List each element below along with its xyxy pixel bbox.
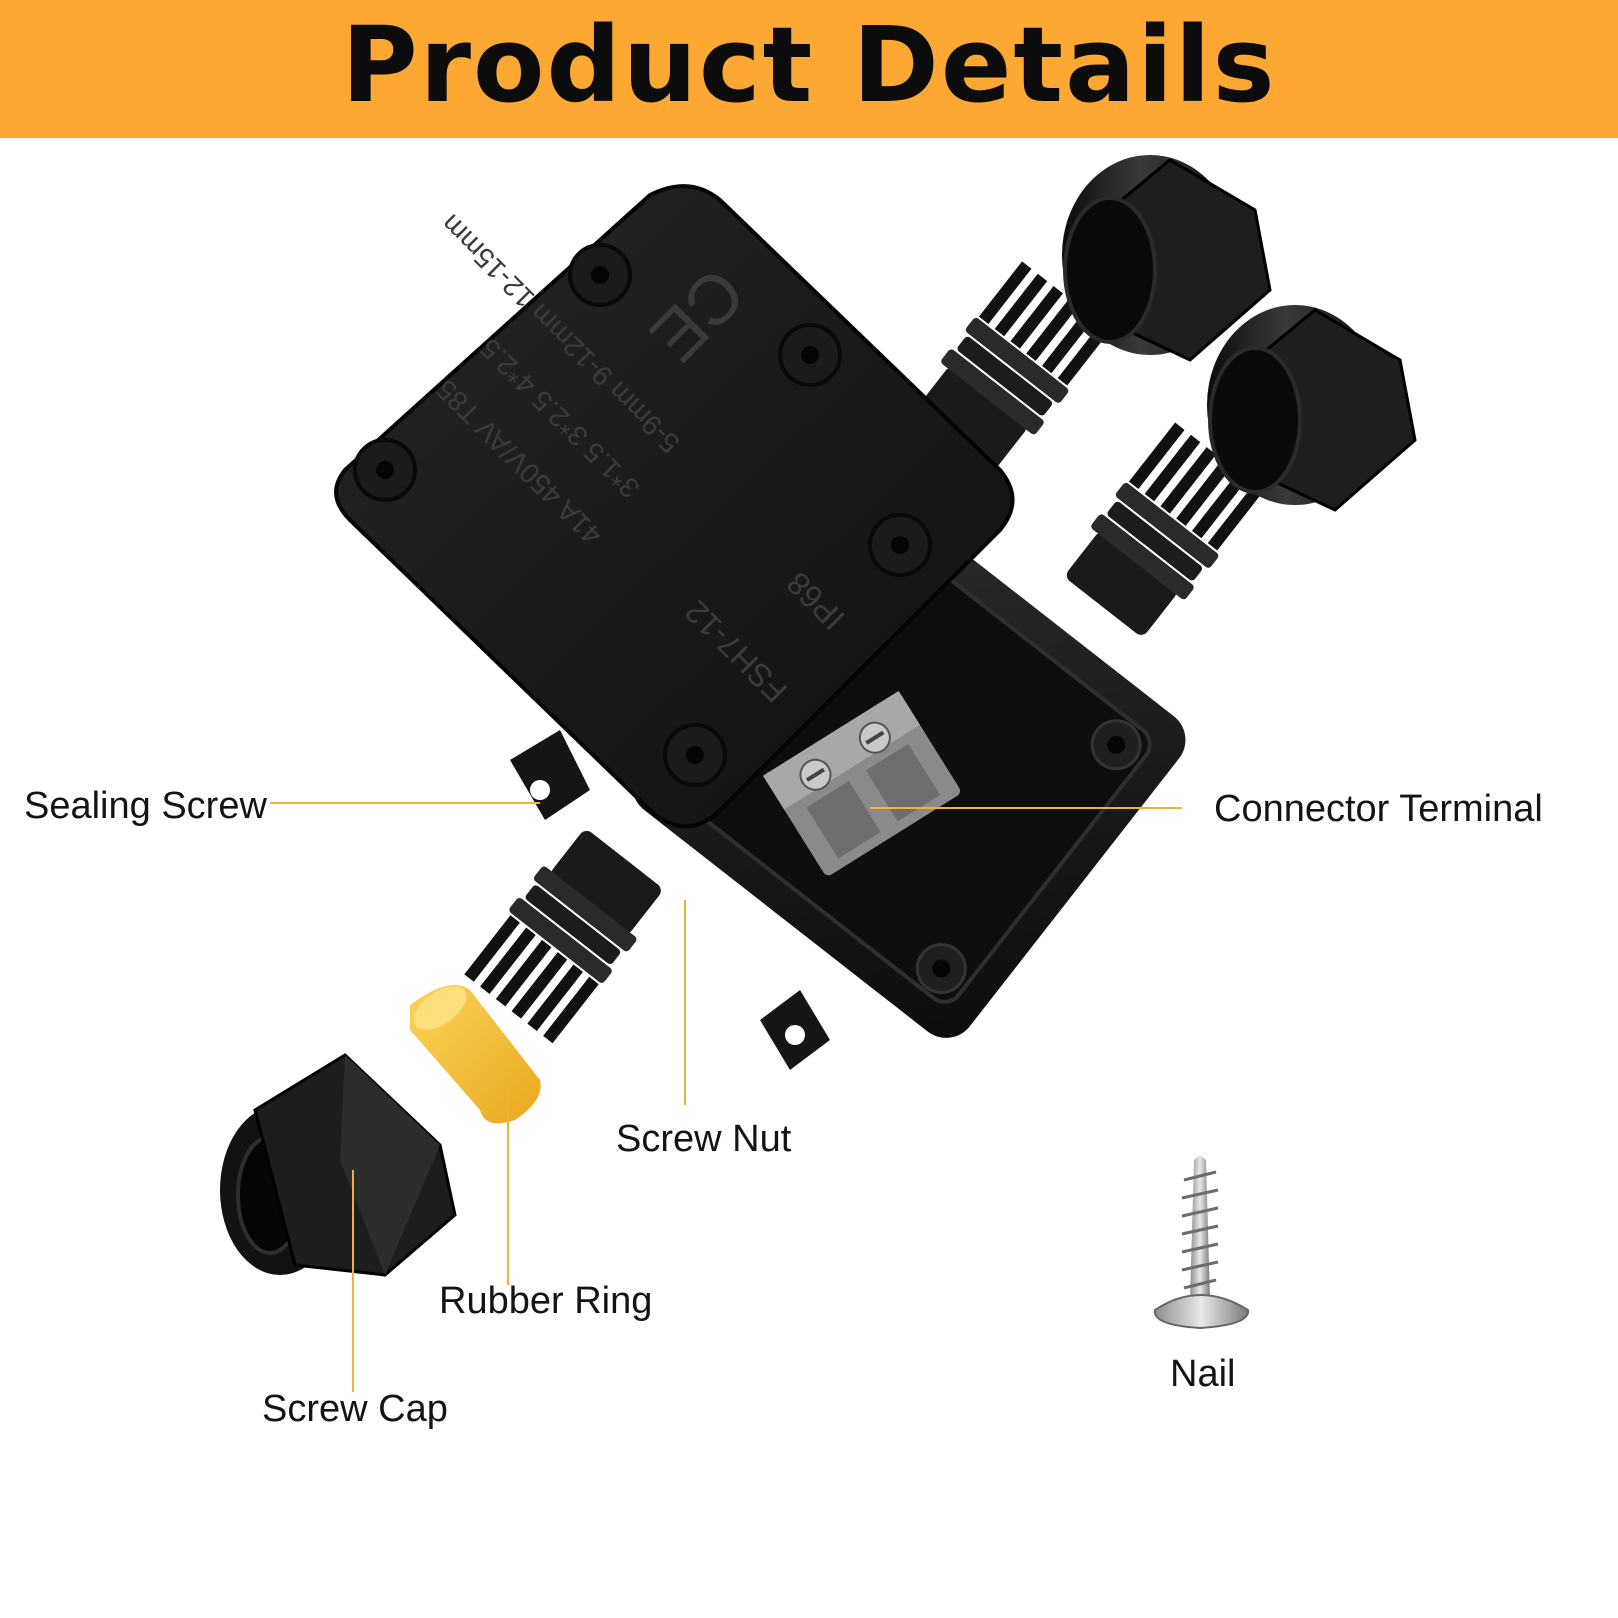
connector-terminal — [763, 690, 961, 876]
box-lid: CE 5-9mm 9-12mm 12-15mm 3*1.5 3*2.5 4*2.… — [334, 184, 1015, 829]
label-screw-cap: Screw Cap — [262, 1388, 448, 1430]
screw-cap — [220, 1053, 457, 1277]
mounting-tab-left — [510, 730, 590, 820]
junction-box: CE 5-9mm 9-12mm 12-15mm 3*1.5 3*2.5 4*2.… — [334, 184, 1264, 1070]
leader-lines — [270, 802, 1182, 1392]
spare-cap-lower — [1207, 305, 1417, 512]
spare-cap-upper — [1062, 155, 1272, 362]
label-nail: Nail — [1170, 1353, 1236, 1395]
label-rubber-ring: Rubber Ring — [439, 1280, 653, 1322]
header-banner: Product Details — [0, 0, 1618, 138]
gland-right — [1066, 422, 1264, 635]
label-sealing-screw: Sealing Screw — [24, 785, 267, 827]
page-title: Product Details — [341, 4, 1277, 126]
label-connector-terminal: Connector Terminal — [1214, 788, 1543, 830]
nail — [1153, 1155, 1249, 1330]
label-screw-nut: Screw Nut — [616, 1118, 792, 1160]
gland-bottom — [464, 830, 661, 1044]
lid-screw-holes — [353, 243, 932, 787]
rubber-ring — [410, 985, 541, 1124]
